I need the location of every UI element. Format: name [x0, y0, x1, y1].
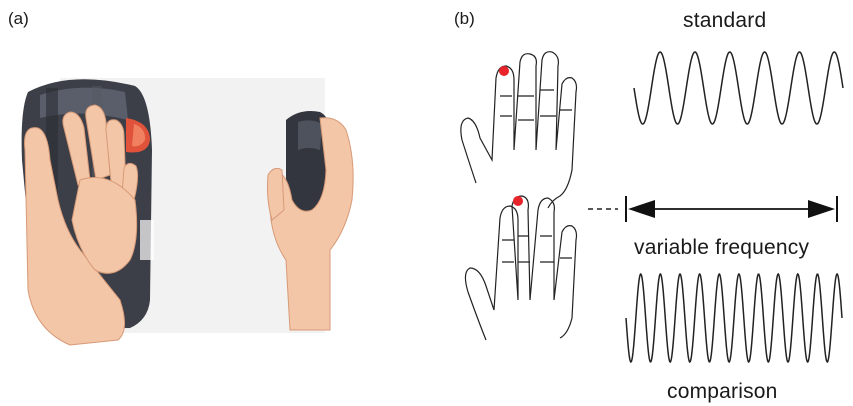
- variable-frequency-label: variable frequency: [634, 236, 809, 260]
- standard-waveform: [634, 52, 843, 124]
- double-arrow-icon: [626, 196, 837, 222]
- hand-icon: [465, 196, 576, 340]
- stimulus-dot-icon: [513, 196, 523, 206]
- stimulus-dot-icon: [499, 66, 509, 76]
- comparison-label: comparison: [667, 380, 778, 404]
- standard-label: standard: [683, 9, 766, 33]
- hand-icon: [461, 52, 577, 208]
- comparison-waveform: [626, 274, 842, 362]
